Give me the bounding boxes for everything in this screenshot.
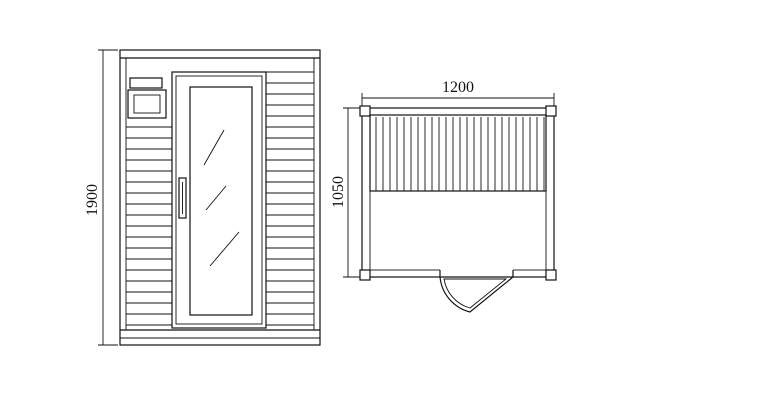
plan-inner-wall: [369, 114, 547, 271]
height-dimension: 1900: [84, 49, 118, 346]
cabin-outline: [119, 49, 321, 346]
corner-post-tl: [359, 105, 371, 117]
door-swing: [439, 268, 515, 313]
door-leaf-inner: [443, 278, 508, 309]
width-dimension: 1200: [361, 79, 555, 108]
glass-reflection-1: [203, 129, 225, 166]
plan-view: 1200 1050: [330, 79, 557, 313]
control-panel: [127, 77, 167, 119]
depth-dimension: 1050: [330, 107, 362, 278]
control-panel-inner: [133, 94, 161, 114]
plan-outer-wall: [361, 107, 555, 278]
corner-post-tr: [545, 105, 557, 117]
door-leaf: [439, 276, 515, 313]
glass-door: [189, 86, 253, 316]
width-label: 1200: [442, 79, 474, 96]
depth-label: 1050: [330, 176, 347, 208]
bench-slats: [375, 117, 545, 191]
glass-reflection-2: [205, 185, 227, 211]
bench: [369, 114, 547, 192]
corner-post-bl: [359, 269, 371, 281]
height-label: 1900: [84, 184, 101, 216]
door-inner-frame: [175, 75, 263, 325]
door: [171, 71, 267, 329]
corner-post-br: [545, 269, 557, 281]
control-panel-display: [129, 77, 163, 89]
door-outer-frame: [171, 71, 267, 329]
wall-planks: [126, 71, 314, 326]
front-view: 1900: [84, 49, 321, 346]
glass-reflection-3: [209, 231, 240, 267]
door-opening-gap: [440, 268, 513, 282]
